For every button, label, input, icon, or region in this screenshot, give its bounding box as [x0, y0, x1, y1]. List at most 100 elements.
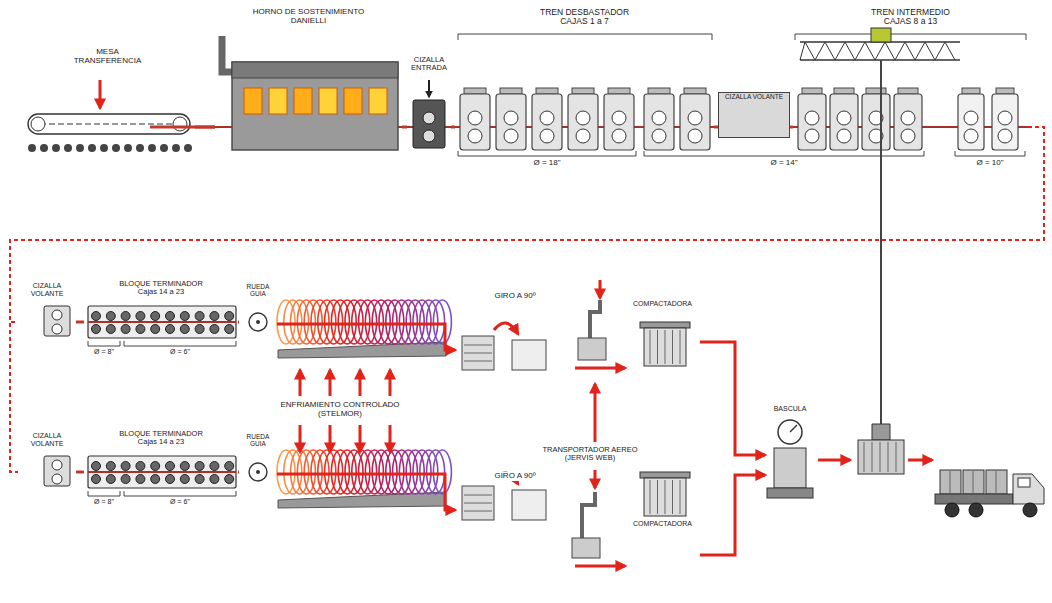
steel-bar-link [195, 126, 215, 129]
roll [136, 462, 145, 471]
furnace-window [369, 88, 387, 114]
steel-bar-link [76, 471, 84, 474]
flow-arrow [277, 474, 455, 510]
stand-cap [464, 88, 486, 94]
equipment-node: CIZALLA VOLANTE [718, 92, 790, 138]
stand-cap [962, 88, 980, 94]
roll-stand [568, 94, 598, 150]
scale-platform [767, 488, 813, 498]
diameter-label: Ø = 8" [93, 498, 115, 506]
roll [210, 475, 219, 484]
compacted-coil-line [650, 480, 651, 514]
compacted-coil-line [665, 480, 666, 514]
coil-stack-line [464, 345, 492, 346]
conveyor-hook [582, 492, 595, 540]
flow-arrow [908, 459, 932, 462]
furnace-window [344, 88, 362, 114]
equipment-label: COMPACTADORA [632, 520, 693, 528]
flow-arrow [575, 367, 625, 370]
coil-line [973, 471, 974, 493]
roll [92, 462, 101, 471]
equipment-label: BASCULA [773, 405, 808, 413]
guide-wheel-hub [256, 320, 260, 324]
conveyor-roller [64, 144, 72, 152]
roll [195, 475, 204, 484]
finishing-block [88, 306, 236, 338]
truck-wheel [969, 503, 983, 517]
roll [136, 475, 145, 484]
dimension-bracket [124, 491, 236, 496]
equipment-node: RUEDA GUIA [239, 283, 277, 333]
equipment-label: TREN DESBASTADOR [539, 8, 630, 17]
compactor-head [640, 472, 690, 478]
compactor-head [640, 322, 690, 328]
roll-stand [604, 94, 634, 150]
roll [468, 129, 482, 143]
roll [166, 312, 175, 321]
roll [805, 129, 819, 143]
roll [540, 129, 554, 143]
dotted-link [10, 127, 1044, 322]
cooling-arrow [299, 425, 302, 452]
cooling-arrow [299, 370, 302, 396]
stand-cap [572, 88, 594, 94]
coil-stack-line [464, 361, 492, 362]
roll-stand [532, 94, 562, 150]
stand-cap [500, 88, 522, 94]
equipment-label: TREN INTERMEDIO [870, 8, 951, 17]
flow-arrow [700, 342, 765, 455]
shear-roll [52, 310, 62, 320]
roll [151, 475, 160, 484]
equipment-label: COMPACTADORA [632, 300, 693, 308]
furnace-window [319, 88, 337, 114]
coil-collector [462, 336, 494, 370]
roll [576, 111, 590, 125]
conveyor-arrow [599, 280, 602, 298]
loaded-coil [963, 470, 984, 494]
conveyor-pulley [173, 117, 187, 131]
turning-unit [512, 340, 546, 370]
shear-body [413, 100, 445, 148]
roll [106, 475, 115, 484]
weighed-coil [774, 448, 806, 488]
furnace-window [269, 88, 287, 114]
roll [195, 325, 204, 334]
crane-cable [880, 60, 882, 424]
diameter-label: Ø = 10" [975, 159, 1004, 168]
conveyor-belt [28, 114, 190, 134]
roll [652, 129, 666, 143]
cooling-arrow [329, 425, 332, 452]
gauge-needle [790, 425, 797, 432]
stand-cap [996, 88, 1014, 94]
roll [210, 312, 219, 321]
equipment-node: GIRO A 90º [455, 472, 575, 570]
pointer-arrow [428, 80, 430, 97]
steel-bar-link [238, 321, 239, 324]
roll [901, 111, 915, 125]
flow-arrow [700, 475, 765, 555]
coil-stack-line [464, 503, 492, 504]
guide-wheel [249, 463, 267, 481]
roll [106, 325, 115, 334]
conveyor-roller [172, 144, 180, 152]
diameter-label: Ø = 18" [532, 159, 561, 168]
conveyor-roller [112, 144, 120, 152]
conveyor-roller [52, 144, 60, 152]
coil-stack-line [464, 511, 492, 512]
roll [106, 312, 115, 321]
dimension-bracket [124, 341, 236, 346]
roll [180, 325, 189, 334]
roll [225, 312, 234, 321]
conveyor-roller [88, 144, 96, 152]
compacted-coil-line [672, 330, 673, 364]
equipment-label: RUEDA GUIA [242, 283, 274, 297]
cooling-arrow [359, 425, 362, 452]
stand-cap [536, 88, 558, 94]
roll [540, 111, 554, 125]
coil-line [888, 442, 889, 472]
coil-line [996, 471, 997, 493]
roll [837, 111, 851, 125]
conveyor-arrow [594, 384, 597, 442]
dimension-bracket [458, 151, 636, 156]
